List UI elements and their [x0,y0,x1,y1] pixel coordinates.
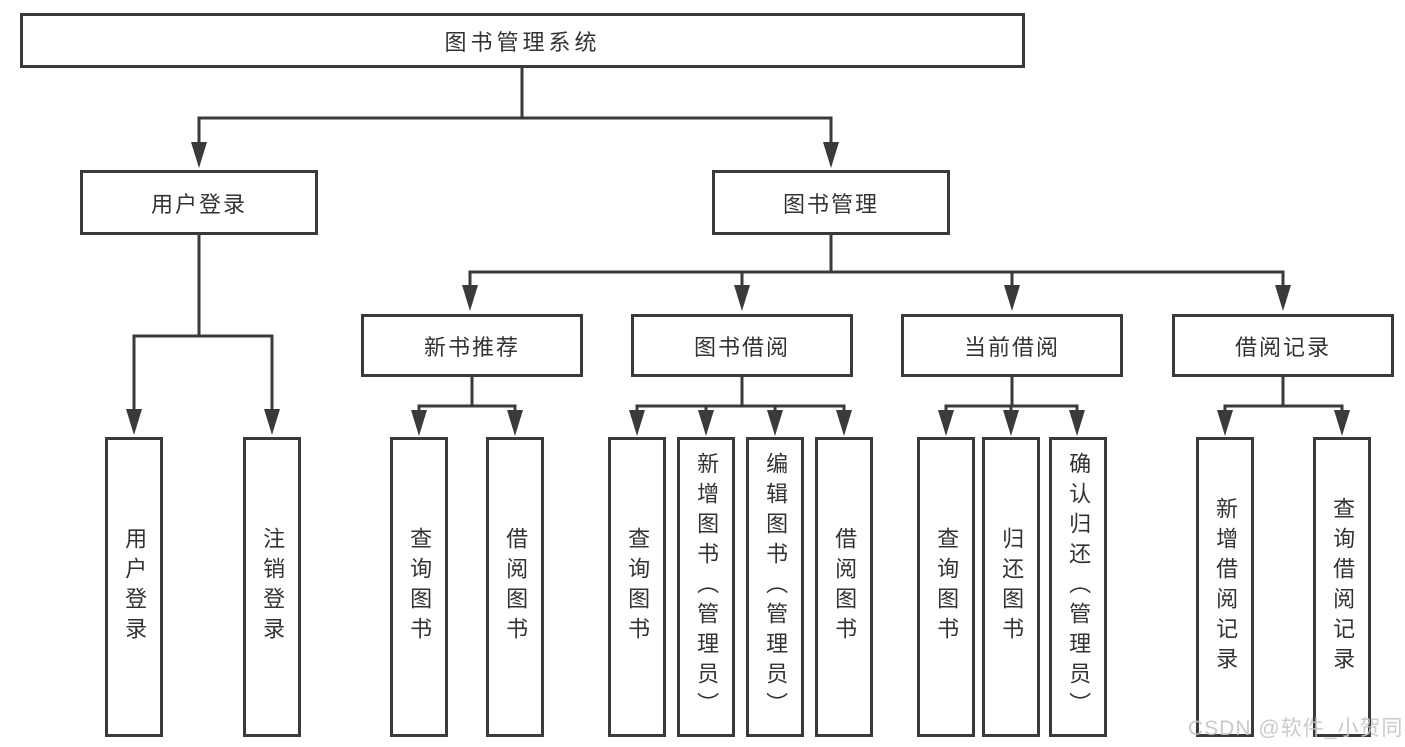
leaf-edit-book-admin: 编辑图书（管理员） [746,437,804,737]
leaf-query-borrow-record: 查询借阅记录 [1313,437,1371,737]
node-system-root: 图书管理系统 [20,13,1025,68]
leaf-borrow-books-recommend-label: 借阅图书 [503,527,529,647]
leaf-confirm-return-admin-label: 确认归还（管理员） [1066,452,1092,722]
leaf-query-books-borrowing-label: 查询图书 [625,527,651,647]
node-user-login-label: 用户登录 [150,191,247,217]
node-borrowing-records: 借阅记录 [1172,314,1394,377]
leaf-add-borrow-record-label: 新增借阅记录 [1213,497,1239,677]
leaf-query-books-borrowing: 查询图书 [608,437,666,737]
leaf-add-borrow-record: 新增借阅记录 [1196,437,1254,737]
node-new-book-recommendation: 新书推荐 [361,314,583,377]
leaf-add-book-admin-label: 新增图书（管理员） [694,452,720,722]
leaf-query-books-current-label: 查询图书 [934,527,960,647]
leaf-logout-label: 注销登录 [260,527,286,647]
node-book-management-label: 图书管理 [782,191,879,217]
leaf-user-login: 用户登录 [105,437,163,737]
leaf-borrow-books-recommend: 借阅图书 [486,437,544,737]
node-book-borrowing: 图书借阅 [631,314,853,377]
leaf-return-books: 归还图书 [982,437,1040,737]
watermark-text: CSDN @软件_小贺同学 [1188,717,1405,740]
node-system-root-label: 图书管理系统 [444,29,601,55]
leaf-confirm-return-admin: 确认归还（管理员） [1049,437,1107,737]
node-current-borrowing: 当前借阅 [901,314,1123,377]
leaf-query-books-current: 查询图书 [917,437,975,737]
leaf-edit-book-admin-label: 编辑图书（管理员） [763,452,789,722]
node-user-login: 用户登录 [80,170,318,235]
leaf-query-borrow-record-label: 查询借阅记录 [1330,497,1356,677]
leaf-user-login-label: 用户登录 [122,527,148,647]
leaf-logout: 注销登录 [243,437,301,737]
leaf-add-book-admin: 新增图书（管理员） [677,437,735,737]
leaf-query-books-recommend-label: 查询图书 [407,527,433,647]
leaf-borrow-books-borrowing-label: 借阅图书 [832,527,858,647]
node-book-management: 图书管理 [712,170,950,235]
leaf-query-books-recommend: 查询图书 [390,437,448,737]
leaf-return-books-label: 归还图书 [999,527,1025,647]
leaf-borrow-books-borrowing: 借阅图书 [815,437,873,737]
node-borrowing-records-label: 借阅记录 [1234,334,1331,360]
node-new-book-recommendation-label: 新书推荐 [423,334,520,360]
node-book-borrowing-label: 图书借阅 [693,334,790,360]
node-current-borrowing-label: 当前借阅 [963,334,1060,360]
